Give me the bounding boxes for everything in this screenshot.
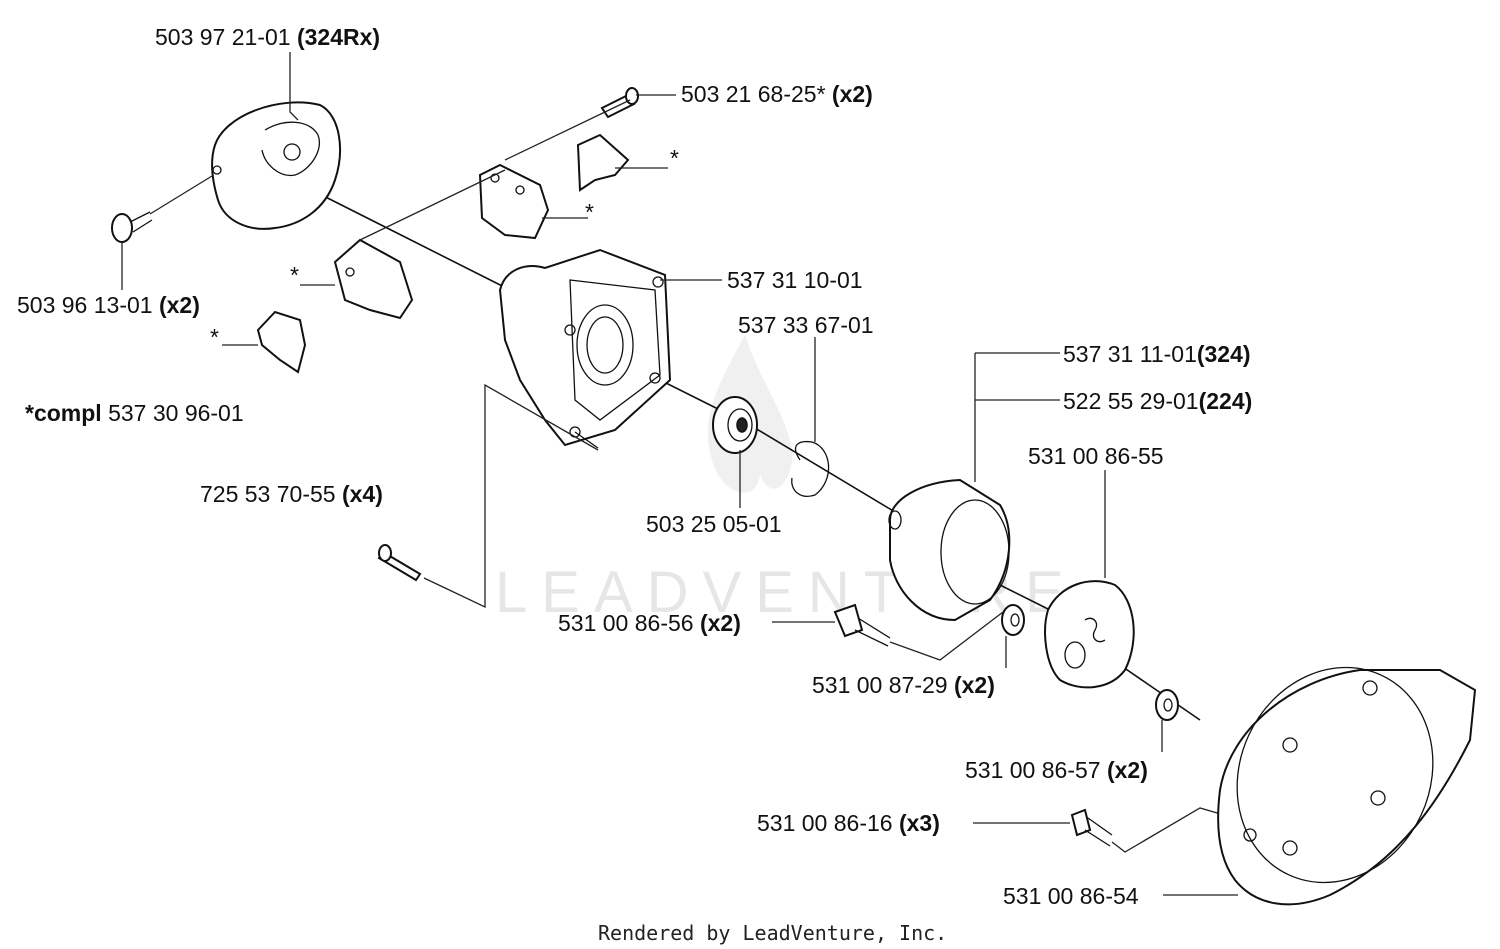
clutch-drum-part [888,478,1011,622]
label-531-00-86-55: 531 00 86-55 [1028,443,1164,469]
label-503-25-05-01: 503 25 05-01 [646,511,782,537]
label-531-00-87-29: 531 00 87-29 (x2) [812,672,995,698]
label-537-31-10-01: 537 31 10-01 [727,267,863,293]
screw-725-53-70-part [377,383,599,609]
label-725-53-70-55: 725 53 70-55 (x4) [200,481,383,507]
cover-part [211,101,341,230]
asterisk-mark-4: * [210,324,219,350]
label-531-00-86-16: 531 00 86-16 (x3) [757,810,940,836]
circlip-part [791,440,830,497]
asterisk-mark-2: * [585,199,594,225]
screw-503-96-13-part [111,175,213,243]
label-503-97-21-01: 503 97 21-01 (324Rx) [155,24,380,50]
label-503-21-68-25: 503 21 68-25* (x2) [681,81,873,107]
clutch-housing-part [498,248,672,449]
label-531-00-86-56: 531 00 86-56 (x2) [558,610,741,636]
asterisk-mark-3: * [290,262,299,288]
label-531-00-86-57: 531 00 86-57 (x2) [965,757,1148,783]
washer-531-00-87-29-part [1001,604,1025,636]
label-537-33-67-01: 537 33 67-01 [738,312,874,338]
label-522-55-29-01: 522 55 29-01(224) [1063,388,1252,414]
asterisk-mark-1: * [670,145,679,171]
clutch-shoe-part [1044,580,1135,689]
bearing-part [712,396,758,454]
leader-lines [121,52,1238,896]
bracket-set [222,99,668,374]
screw-531-00-86-56-part [833,603,1004,661]
fan-cover-part [1217,666,1477,906]
washer-531-00-86-57-part [1155,689,1179,721]
part-labels: 503 97 21-01 (324Rx) 503 21 68-25* (x2) … [17,24,1252,909]
label-531-00-86-54: 531 00 86-54 [1003,883,1139,909]
label-compl-537-30-96-01: *compl 537 30 96-01 [25,400,244,426]
label-503-96-13-01: 503 96 13-01 (x2) [17,292,200,318]
footer-credit: Rendered by LeadVenture, Inc. [598,921,947,945]
label-537-31-11-01: 537 31 11-01(324) [1063,341,1251,367]
screw-503-21-68-part [600,87,639,119]
